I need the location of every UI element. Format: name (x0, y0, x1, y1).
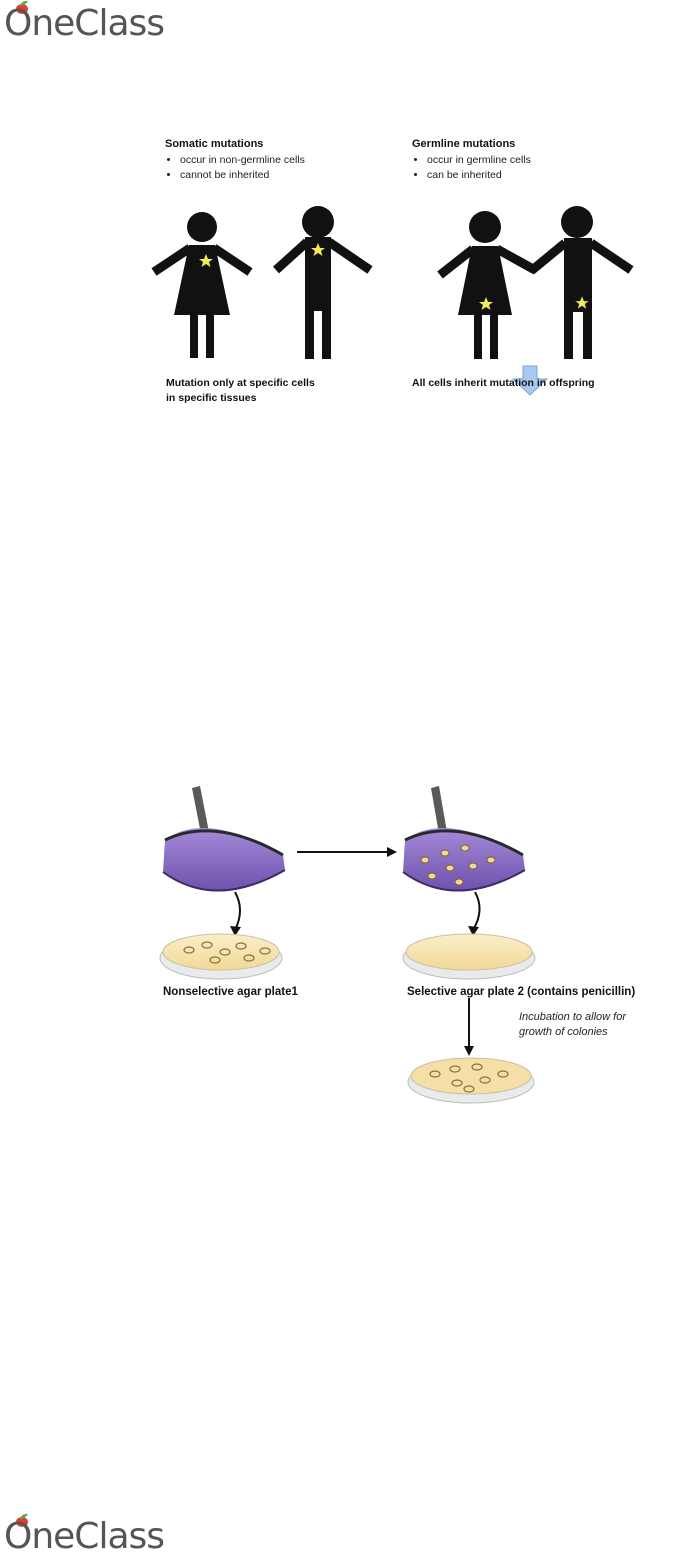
somatic-man-figure (272, 206, 373, 359)
transfer-arrow-1 (234, 891, 241, 931)
incubation-arrow-icon (464, 998, 474, 1056)
replica-plating-diagram (159, 786, 536, 1056)
germline-man-figure (528, 206, 634, 359)
germline-bullets: occur in germline cells can be inherited (397, 153, 531, 183)
right-arrow-icon (297, 847, 397, 857)
transfer-arrow-2 (472, 891, 481, 931)
plate2-label: Selective agar plate 2 (contains penicil… (407, 986, 636, 998)
mutation-star-icon (199, 254, 213, 267)
somatic-title: Somatic mutations (165, 138, 264, 150)
germline-woman-figure (437, 211, 538, 359)
down-arrow-icon (511, 365, 549, 396)
velvet-stamp-1 (162, 786, 286, 892)
mutation-types-figure: Somatic mutations occur in non-germline … (150, 130, 650, 440)
somatic-bullets: occur in non-germline cells cannot be in… (150, 153, 305, 183)
germline-bullet: can be inherited (427, 168, 531, 183)
germline-title: Germline mutations (412, 138, 516, 150)
agar-plate-1 (159, 933, 283, 980)
apple-leaf-icon (16, 0, 28, 14)
replica-plating-figure: Nonselective agar plate1 Selective agar … (155, 780, 680, 1104)
somatic-bullet: occur in non-germline cells (180, 153, 305, 168)
plate1-label: Nonselective agar plate1 (163, 986, 298, 998)
mutation-star-icon (311, 243, 325, 256)
oneclass-logo-footer: OneClass (2, 1513, 192, 1559)
mutation-star-icon (479, 297, 493, 310)
mutation-star-icon (574, 295, 590, 310)
somatic-bullet: cannot be inherited (180, 168, 305, 183)
agar-plate-2 (402, 933, 536, 980)
germline-note: All cells inherit mutation in offspring (412, 377, 595, 389)
logo-text: OneClass (4, 3, 165, 44)
somatic-note: Mutation only at specific cells in speci… (166, 377, 315, 404)
agar-plate-3 (407, 1057, 535, 1104)
velvet-stamp-2 (402, 786, 526, 892)
apple-leaf-icon (16, 1513, 28, 1527)
incubation-note: Incubation to allow for growth of coloni… (519, 1011, 627, 1038)
oneclass-logo-header: OneClass (2, 0, 192, 46)
stick-figures (151, 206, 634, 396)
logo-text: OneClass (4, 1516, 165, 1557)
somatic-woman-figure (151, 212, 253, 358)
germline-bullet: occur in germline cells (427, 153, 531, 168)
